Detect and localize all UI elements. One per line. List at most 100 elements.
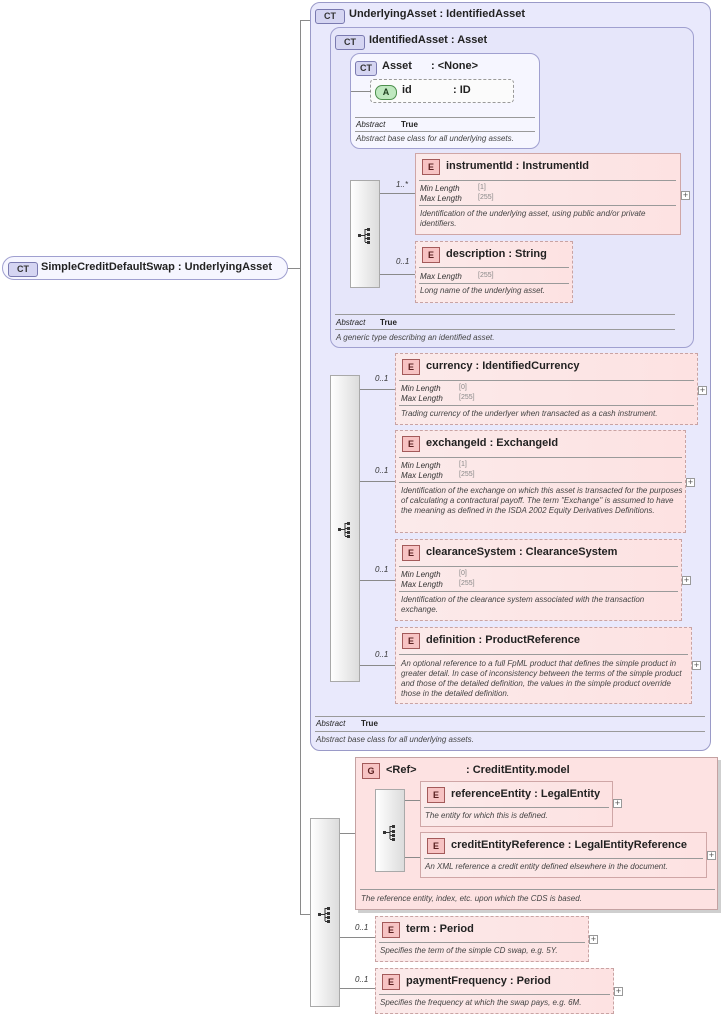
facet-label: Min Length <box>420 184 460 193</box>
sequence-compositor[interactable] <box>375 789 405 872</box>
divider <box>399 457 682 458</box>
divider <box>424 858 703 859</box>
cardinality: 0..1 <box>375 374 389 383</box>
facet-value: [0] <box>459 570 467 577</box>
element-term[interactable]: E term : Period Specifies the term of th… <box>375 916 589 962</box>
abstract-value: True <box>361 719 378 728</box>
group-description: The reference entity, index, etc. upon w… <box>361 894 582 903</box>
facet-label: Max Length <box>401 580 443 589</box>
element-reference-entity[interactable]: E referenceEntity : LegalEntity The enti… <box>420 781 613 827</box>
element-definition[interactable]: E definition : ProductReference An optio… <box>395 627 692 704</box>
element-payment-frequency[interactable]: E paymentFrequency : Period Specifies th… <box>375 968 614 1014</box>
abstract-value: True <box>401 120 418 129</box>
element-icon: E <box>402 359 420 375</box>
asset-base: : <None> <box>431 60 479 72</box>
element-title: exchangeId : ExchangeId <box>426 437 559 449</box>
attribute-id-box[interactable]: A id : ID <box>370 79 514 103</box>
element-description: Identification of the clearance system a… <box>401 595 645 614</box>
expand-icon[interactable]: + <box>686 477 695 487</box>
divider <box>399 654 688 655</box>
element-exchange-id[interactable]: E exchangeId : ExchangeId Min Length [1]… <box>395 430 686 533</box>
divider <box>379 994 610 995</box>
cardinality: 0..1 <box>355 923 369 932</box>
element-title: instrumentId : InstrumentId <box>446 160 589 172</box>
facet-value: [255] <box>459 471 475 478</box>
element-clearance-system[interactable]: E clearanceSystem : ClearanceSystem Min … <box>395 539 682 621</box>
divider <box>360 889 715 890</box>
divider <box>399 380 694 381</box>
element-title: currency : IdentifiedCurrency <box>426 360 580 372</box>
complex-type-icon: CT <box>335 35 365 50</box>
root-type-title: SimpleCreditDefaultSwap : UnderlyingAsse… <box>41 261 273 273</box>
element-icon: E <box>402 633 420 649</box>
element-title: clearanceSystem : ClearanceSystem <box>426 546 618 558</box>
facet-label: Max Length <box>401 471 443 480</box>
facet-value: [255] <box>459 580 475 587</box>
element-icon: E <box>402 545 420 561</box>
connector <box>360 665 395 666</box>
cardinality: 0..1 <box>375 650 389 659</box>
element-instrument-id[interactable]: E instrumentId : InstrumentId Min Length… <box>415 153 681 235</box>
facet-label: Max Length <box>420 272 462 281</box>
expand-icon[interactable]: + <box>681 190 690 200</box>
element-description: An XML reference a credit entity defined… <box>425 862 668 871</box>
connector <box>300 20 301 915</box>
underlying-asset-description: Abstract base class for all underlying a… <box>316 735 474 744</box>
facet-label: Min Length <box>401 384 441 393</box>
element-description: Trading currency of the underlyer when t… <box>401 409 658 418</box>
divider <box>399 566 678 567</box>
facet-value: [1] <box>459 461 467 468</box>
divider <box>379 942 585 943</box>
cardinality: 0..1 <box>375 565 389 574</box>
expand-icon[interactable]: + <box>692 660 701 670</box>
sequence-icon <box>383 825 395 841</box>
facet-value: [1] <box>478 184 486 191</box>
element-description-text: Long name of the underlying asset. <box>420 286 545 295</box>
attribute-name: id <box>402 84 412 96</box>
divider <box>399 405 694 406</box>
element-title: referenceEntity : LegalEntity <box>451 788 601 800</box>
root-type-box[interactable]: CT SimpleCreditDefaultSwap : UnderlyingA… <box>2 256 288 280</box>
element-title: term : Period <box>406 923 474 935</box>
divider <box>355 117 535 118</box>
element-currency[interactable]: E currency : IdentifiedCurrency Min Leng… <box>395 353 698 425</box>
group-title: : CreditEntity.model <box>466 764 570 776</box>
connector <box>351 91 371 92</box>
connector <box>287 268 301 269</box>
abstract-label: Abstract <box>316 719 346 728</box>
element-icon: E <box>382 922 400 938</box>
element-title: definition : ProductReference <box>426 634 581 646</box>
connector <box>360 580 395 581</box>
element-description: Specifies the frequency at which the swa… <box>380 998 582 1007</box>
element-icon: E <box>427 838 445 854</box>
sequence-compositor[interactable] <box>310 818 340 1007</box>
expand-icon[interactable]: + <box>682 575 691 585</box>
expand-icon[interactable]: + <box>589 934 598 944</box>
cardinality: 0..1 <box>396 257 410 266</box>
element-description: Identification of the underlying asset, … <box>420 209 646 228</box>
sequence-icon <box>358 228 370 244</box>
divider <box>419 205 676 206</box>
element-description[interactable]: E description : String Max Length [255] … <box>415 241 573 303</box>
expand-icon[interactable]: + <box>614 986 623 996</box>
complex-type-icon: CT <box>315 9 345 24</box>
sequence-compositor[interactable] <box>350 180 380 288</box>
element-title: paymentFrequency : Period <box>406 975 551 987</box>
element-credit-entity-reference[interactable]: E creditEntityReference : LegalEntityRef… <box>420 832 707 878</box>
expand-icon[interactable]: + <box>613 798 622 808</box>
abstract-label: Abstract <box>356 120 386 129</box>
connector <box>300 914 310 915</box>
expand-icon[interactable]: + <box>707 850 716 860</box>
element-icon: E <box>422 247 440 263</box>
expand-icon[interactable]: + <box>698 385 707 395</box>
element-description: Identification of the exchange on which … <box>401 486 683 515</box>
connector <box>380 274 415 275</box>
sequence-compositor[interactable] <box>330 375 360 682</box>
divider <box>419 267 569 268</box>
element-description: Specifies the term of the simple CD swap… <box>380 946 558 955</box>
element-title: description : String <box>446 248 547 260</box>
facet-value: [255] <box>478 272 494 279</box>
connector <box>360 389 395 390</box>
identified-asset-description: A generic type describing an identified … <box>336 333 495 342</box>
element-icon: E <box>422 159 440 175</box>
